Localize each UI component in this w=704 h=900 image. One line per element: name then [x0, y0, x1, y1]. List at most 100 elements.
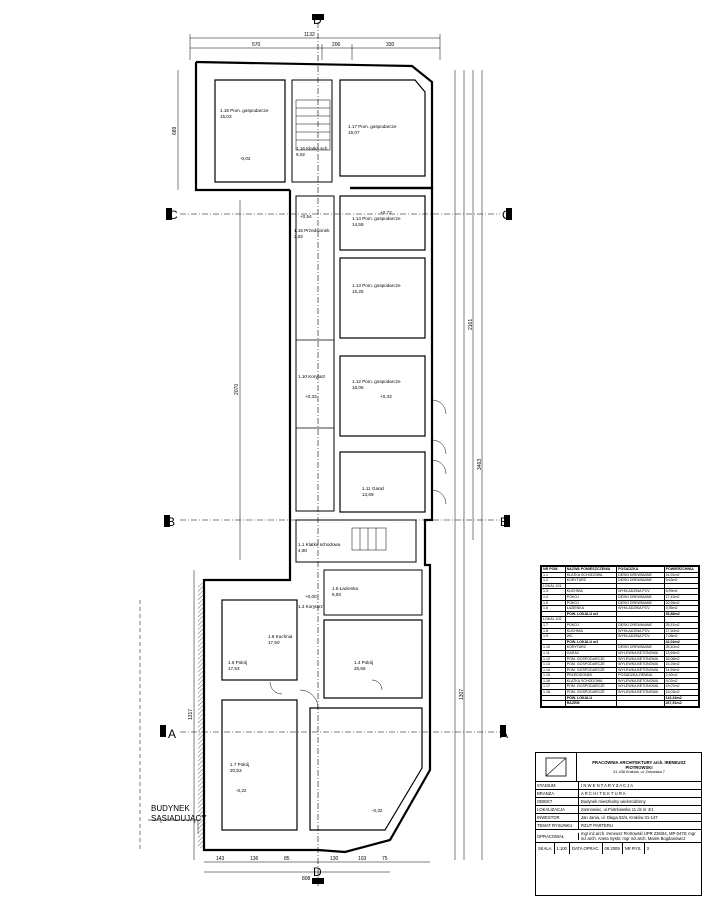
neighbor-building-label: BUDYNEK SĄSIADUJĄCY [151, 804, 207, 824]
room-area: 25,55 [354, 666, 366, 671]
dim-left-top: 689 [172, 126, 178, 135]
section-mark-b-left: B [167, 515, 175, 529]
room-area: 2,92 [294, 234, 303, 239]
room-area: 17,53 [228, 666, 240, 671]
section-mark-b-right: B [500, 515, 508, 529]
section-arrows [160, 14, 512, 884]
room-label: 1.11 Garaż [362, 486, 385, 491]
title-row-key: INWESTOR [536, 814, 579, 821]
dim-bottom-seg-2: 136 [250, 856, 259, 862]
dim-bottom-seg-3: 85 [284, 856, 290, 862]
table-cell: WYLEWKA BETONOWA [616, 666, 665, 674]
table-cell [541, 700, 566, 707]
level-mark: +0,33 [380, 394, 392, 399]
date-label: DATA OPRAC. [570, 843, 603, 854]
dim-top-seg-1: 570 [252, 42, 261, 48]
dim-right-total: 3463 [477, 459, 483, 470]
room-area: 13,69 [362, 492, 374, 497]
firm-logo [536, 753, 577, 781]
top-dimensions [189, 34, 441, 60]
scale-value: 1:100 [555, 843, 570, 854]
dim-left-bottom: 1317 [188, 709, 194, 720]
section-mark-a-left: A [168, 727, 176, 741]
title-row-key: LOKALIZACJA [536, 806, 579, 813]
room-label: 1.17 Pom. gospodarcze [348, 124, 397, 129]
firm-address: 31-438 Kraków, ul. Żułowska 7 [613, 770, 665, 774]
level-mark: -0,22 [236, 788, 247, 793]
title-row-value: Jan Jania, ul. Długa 53/4, Kraków 31-147 [581, 815, 658, 820]
neighbor-label-line2: SĄSIADUJĄCY [151, 814, 207, 823]
dim-bottom-seg-6: 75 [382, 856, 388, 862]
date-value: 08.2009 [603, 843, 623, 854]
table-cell: WYLEWKA BETONOWA [616, 683, 665, 691]
room-label: 1.1 Klatka schodowa [298, 542, 341, 547]
room-label: 1.7 Pokój [230, 762, 249, 767]
room-label: 1.10 Korytarz [298, 374, 326, 379]
room-label: 1.4 Pokój [354, 660, 373, 665]
table-cell [616, 700, 665, 707]
title-row-key: BRANŻA [536, 790, 579, 797]
room-area: 17,50 [268, 640, 280, 645]
level-mark: -0,32 [372, 808, 383, 813]
table-cell: WYLEWKA BETONOWA [616, 649, 665, 657]
level-mark: +0,00 [305, 594, 317, 599]
section-mark-c-right: C [502, 208, 511, 222]
dim-left-mid: 2070 [234, 384, 240, 395]
room-area: 16,06 [352, 385, 364, 390]
dim-top-seg-2: 206 [332, 42, 341, 48]
room-label: 1.3 Korytarz [298, 604, 323, 609]
title-row-value: A R C H I T E K T U R A [581, 791, 626, 796]
dim-bottom-seg-5: 103 [358, 856, 367, 862]
bottom-dimensions [204, 861, 430, 873]
room-label: 1.16 Klatka sch. [296, 146, 329, 151]
sheet-label: NR RYS. [623, 843, 645, 854]
right-dimensions [454, 70, 483, 860]
room-area: 9,02 [296, 152, 305, 157]
staircase [295, 99, 387, 551]
dim-right-partial-bottom: 1307 [459, 689, 465, 700]
title-block: PRACOWNIA ARCHITEKTURY arch. IRENEUSZ PI… [535, 752, 702, 896]
room-label: 1.14 Pom. gospodarcze [352, 216, 401, 221]
section-mark-c-left: C [169, 208, 178, 222]
dim-bottom-seg-1: 143 [216, 856, 225, 862]
section-mark-a-right: A [500, 727, 508, 741]
title-row-value: I N W E N T A R Y Z A C J A [581, 783, 634, 788]
title-row-key: TEMAT RYSUNKU [536, 822, 579, 829]
sheet-value: 3 [646, 846, 649, 851]
table-cell: 267,51m2 [663, 700, 700, 707]
dim-bottom-overall: 808 [302, 876, 311, 882]
room-label: 1.15 Przedsionek [294, 228, 330, 233]
table-cell: WYLEWKA BETONOWA [616, 677, 665, 685]
level-mark: +0,54 [300, 214, 312, 219]
scale-label: SKALA [536, 843, 555, 854]
room-label: 1.13 Pom. gospodarcze [352, 283, 401, 288]
room-labels: 1.18 Pom. gospodarcze 15,03 1.17 Pom. go… [220, 108, 401, 773]
room-area: 4,90 [298, 548, 307, 553]
room-area: 15,25 [352, 289, 364, 294]
level-mark: +0,72 [380, 210, 392, 215]
table-cell: WYLEWKA BETONOWA [616, 661, 665, 668]
room-label: 1.18 Pom. gospodarcze [220, 108, 269, 113]
table-cell: NAZWA POMIESZCZENIA [564, 566, 618, 573]
left-dimensions [177, 70, 241, 860]
title-row-value: RZUT PARTERU [581, 823, 613, 828]
dim-top-overall: 1132 [304, 32, 315, 38]
title-row-key: OPRACOWAŁ [536, 832, 579, 840]
level-mark: +0,33 [305, 394, 317, 399]
neighbor-label-line1: BUDYNEK [151, 804, 190, 813]
room-label: 1.8 Kuchnia [268, 634, 293, 639]
level-mark: -0,02 [240, 156, 251, 161]
building-walls [194, 60, 434, 854]
title-row-value: Budynek mieszkalny wielorodzinny [581, 799, 646, 804]
